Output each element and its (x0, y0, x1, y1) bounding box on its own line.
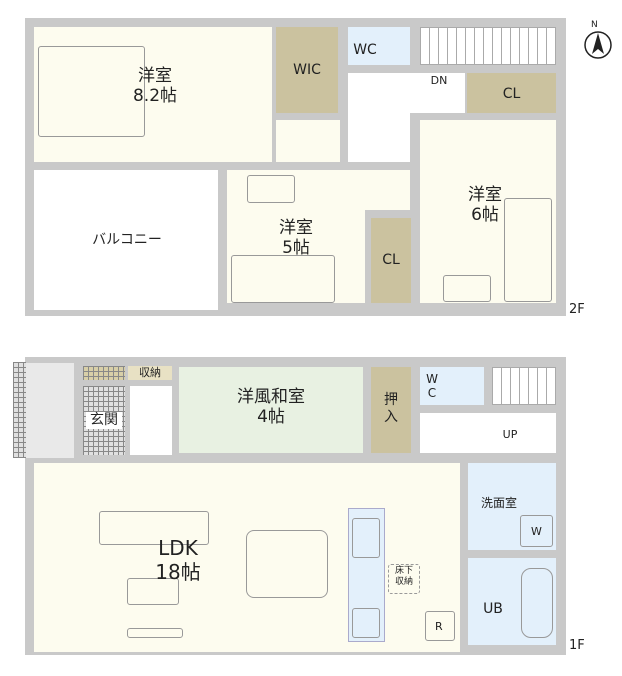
fridge-box: R (425, 611, 455, 641)
room-wc-1f (420, 367, 484, 405)
room-bath (468, 558, 556, 645)
room-name: 洋室 (138, 66, 172, 86)
hall-2f (348, 73, 410, 162)
kitchen-counter (348, 508, 385, 642)
label-cl-right: CL (502, 86, 521, 102)
sofa (99, 511, 209, 545)
room-size: 18帖 (155, 560, 201, 584)
room-washitsu (179, 367, 363, 453)
entrance-porch (13, 362, 26, 458)
room-name: LDK (158, 536, 198, 560)
label-bath: UB (483, 601, 503, 617)
closet-oshiire (371, 367, 411, 453)
room-name: 洋室 (468, 185, 502, 205)
washer-box: W (520, 515, 553, 547)
floor-label-1f: 1F (569, 638, 585, 653)
storage-label-box (128, 366, 172, 380)
label-underfloor: 床下 収納 (394, 566, 413, 587)
tv-stand (127, 628, 183, 638)
hall-1f (420, 413, 556, 453)
room-size: 5帖 (282, 238, 310, 259)
desk-room6 (443, 275, 491, 302)
desk-room5 (247, 175, 295, 203)
room-size: 4帖 (257, 407, 285, 428)
label-wc-2f: WC (353, 42, 377, 58)
label-washer: W (531, 525, 542, 538)
room-6 (420, 120, 556, 303)
label-washroom: 洗面室 (480, 496, 517, 510)
room-master-ext (276, 120, 340, 162)
sink (352, 518, 380, 558)
compass-icon (584, 31, 612, 59)
label-entrance: 玄関 (86, 412, 122, 429)
label-wic: WIC (293, 62, 321, 78)
storage-1f (83, 366, 125, 380)
bed-master (38, 46, 145, 137)
underfloor-storage-box: 床下 収納 (388, 564, 420, 594)
dining-table (246, 530, 328, 598)
bathtub (521, 568, 553, 638)
room-washroom (468, 463, 556, 550)
closet-right (467, 73, 556, 113)
coffee-table (127, 578, 179, 605)
room-5-b (227, 210, 365, 303)
label-balcony: バルコニー (92, 232, 162, 248)
compass: N (583, 20, 617, 62)
closet-mid (371, 218, 411, 303)
stairs-2f (420, 27, 556, 65)
label-wc-1f: W C (426, 372, 438, 401)
label-storage: 収納 (139, 366, 161, 379)
room-wc-2f (348, 27, 410, 65)
label-cl-mid: CL (382, 252, 400, 268)
stairs-1f (492, 367, 556, 405)
label-dn: DN (430, 74, 448, 87)
floor-label-2f: 2F (569, 302, 585, 317)
porch-door-area (26, 363, 74, 458)
room-master (34, 27, 272, 162)
room-wic (276, 27, 338, 113)
label-fridge: R (435, 620, 443, 633)
balcony (34, 170, 218, 310)
room-name: 洋風和室 (237, 387, 305, 407)
room-size: 8.2帖 (132, 86, 178, 107)
room-5 (227, 170, 410, 210)
label-up: UP (502, 428, 518, 441)
bed-room6 (504, 198, 552, 302)
label-oshiire: 押入 (384, 392, 398, 425)
bed-room5 (231, 255, 335, 303)
stove (352, 608, 380, 638)
north-label: N (591, 20, 598, 30)
room-ldk (34, 463, 460, 652)
hall-2f-b (410, 73, 465, 113)
entrance-hall (130, 386, 172, 455)
room-name: 洋室 (279, 218, 313, 238)
room-size: 6帖 (471, 205, 499, 226)
